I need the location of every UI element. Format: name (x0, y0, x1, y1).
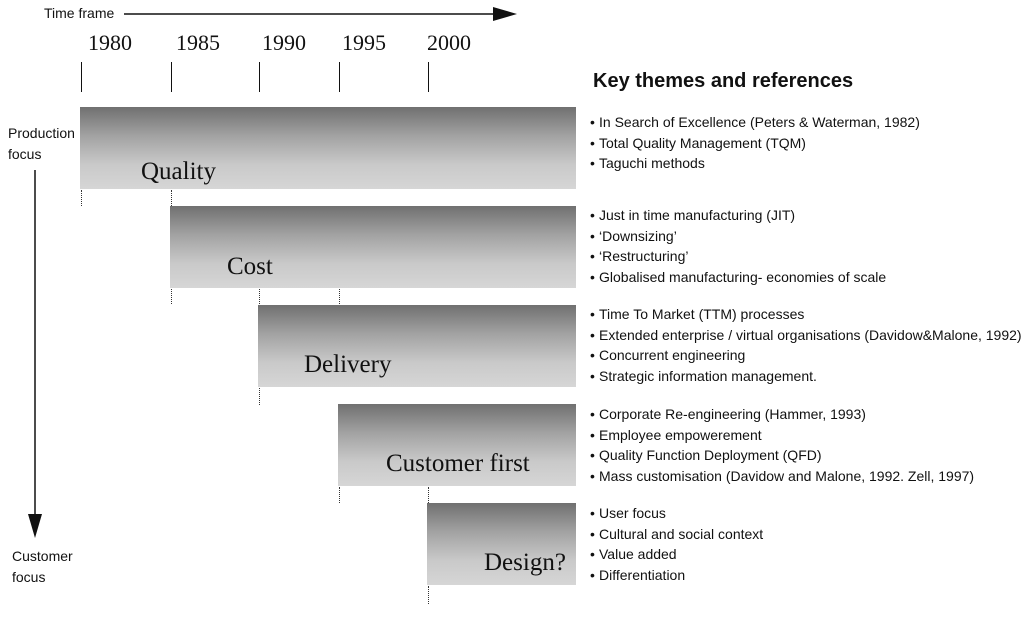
timeframe-label: Time frame (44, 5, 115, 21)
reference-item: •‘Downsizing’ (590, 227, 677, 244)
reference-item: •Mass customisation (Davidow and Malone,… (590, 467, 975, 484)
phase-label-customer-first: Customer first (386, 450, 530, 477)
phase-band-design (427, 503, 576, 585)
year-label: 1985 (176, 30, 220, 55)
dotted-connector (259, 289, 260, 304)
year-tick (259, 62, 260, 92)
production-focus-label: Production focus (8, 123, 75, 165)
phase-band-delivery (258, 305, 576, 387)
dotted-connector (428, 586, 429, 604)
year-label: 2000 (427, 30, 471, 55)
references-list-design: •User focus •Cultural and social context… (590, 503, 763, 585)
reference-item: •Extended enterprise / virtual organisat… (590, 326, 1022, 343)
year-tick (171, 62, 172, 92)
reference-item: •Taguchi methods (590, 155, 705, 171)
phase-band-customer-first (338, 404, 576, 486)
dotted-connector (171, 289, 172, 304)
phase-label-design: Design? (484, 549, 566, 576)
year-label: 1995 (342, 30, 386, 55)
year-tick (428, 62, 429, 92)
references-list-cost: •Just in time manufacturing (JIT) •‘Down… (590, 205, 886, 287)
year-label: 1980 (88, 30, 132, 55)
phase-band-quality (80, 107, 576, 189)
year-tick (81, 62, 82, 92)
customer-focus-label: Customer focus (12, 546, 73, 588)
reference-item: •Quality Function Deployment (QFD) (590, 447, 822, 463)
reference-item: •Concurrent engineering (590, 347, 746, 363)
focus-arrow-head (28, 514, 42, 538)
reference-item: •Total Quality Management (TQM) (590, 134, 806, 151)
reference-item: •Globalised manufacturing- economies of … (590, 268, 887, 285)
production-focus-line1: Production (8, 125, 75, 141)
phase-band-cost (170, 206, 576, 288)
phase-label-delivery: Delivery (304, 351, 392, 378)
timeframe-arrow-head (493, 7, 517, 21)
production-focus-line2: focus (8, 146, 42, 162)
year-label: 1990 (262, 30, 306, 55)
reference-item: •Differentiation (590, 566, 686, 583)
references-list-quality: •In Search of Excellence (Peters & Water… (590, 112, 920, 174)
customer-focus-line1: Customer (12, 548, 73, 564)
dotted-connector (339, 487, 340, 503)
year-tick (339, 62, 340, 92)
reference-item: •Strategic information management. (590, 367, 817, 384)
references-list-delivery: •Time To Market (TTM) processes •Extende… (590, 304, 1022, 386)
reference-item: •User focus (590, 505, 666, 521)
reference-item: •Corporate Re-engineering (Hammer, 1993) (590, 406, 866, 422)
dotted-connector (428, 487, 429, 503)
reference-item: •Just in time manufacturing (JIT) (590, 207, 796, 223)
dotted-connector (259, 388, 260, 405)
customer-focus-line2: focus (12, 569, 46, 585)
dotted-connector (171, 190, 172, 206)
reference-item: •In Search of Excellence (Peters & Water… (590, 114, 920, 130)
reference-item: •Employee empowerement (590, 426, 762, 443)
phase-label-quality: Quality (141, 158, 216, 185)
dotted-connector (81, 190, 82, 206)
reference-item: •Time To Market (TTM) processes (590, 306, 805, 322)
dotted-connector (339, 289, 340, 304)
references-title: Key themes and references (593, 70, 854, 92)
phase-label-cost: Cost (227, 253, 273, 280)
references-list-customer-first: •Corporate Re-engineering (Hammer, 1993)… (590, 404, 974, 486)
reference-item: •Cultural and social context (590, 525, 764, 542)
reference-item: •‘Restructuring’ (590, 248, 689, 264)
reference-item: •Value added (590, 546, 677, 562)
